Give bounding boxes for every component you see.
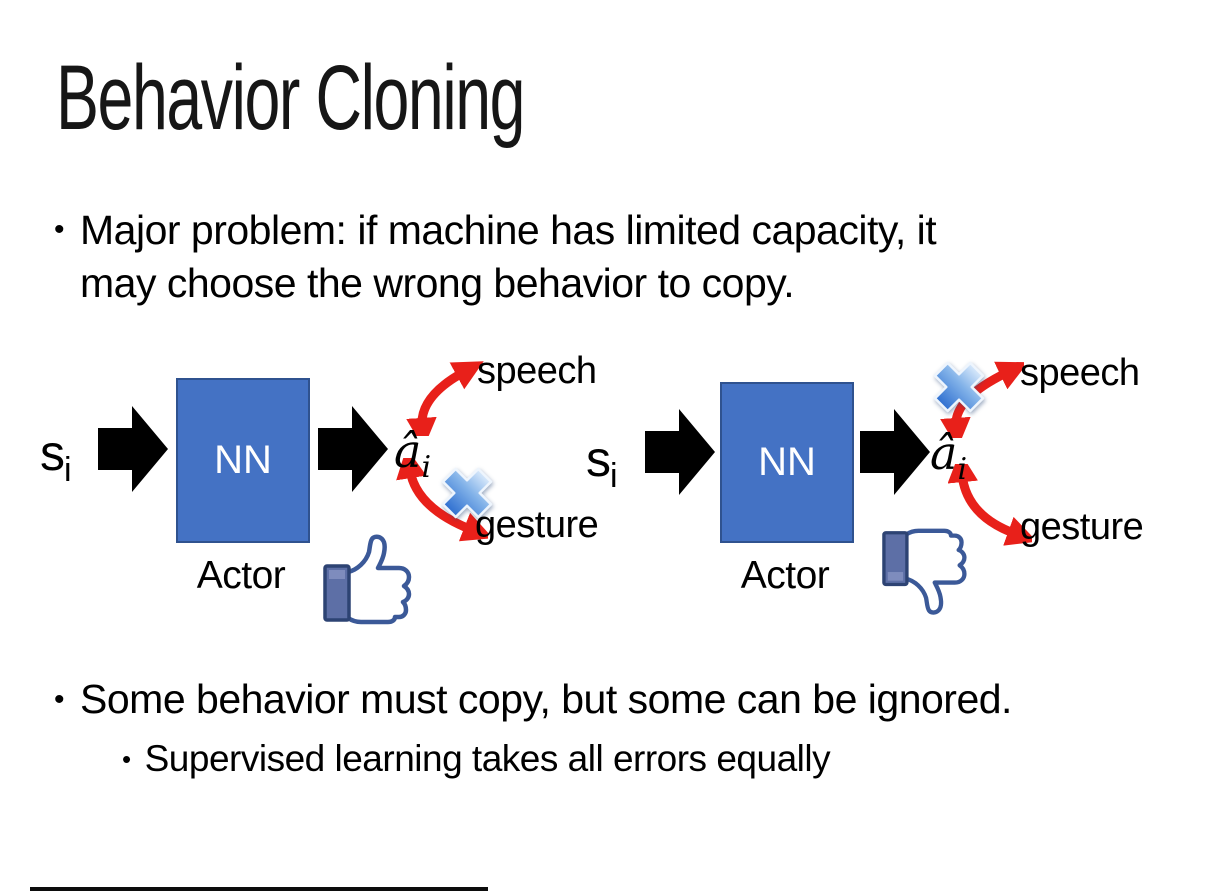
right-flow-arrow-out-icon	[860, 409, 930, 495]
left-speech-arrow-icon	[406, 361, 484, 436]
right-input-s: s	[586, 431, 611, 487]
bullet-marker: •	[122, 744, 131, 774]
bullet-major-problem: • Major problem: if machine has limited …	[54, 204, 937, 310]
right-nn-label: NN	[758, 440, 816, 484]
right-input-label: si	[586, 430, 618, 496]
bullet-major-problem-text: Major problem: if machine has limited ca…	[80, 204, 937, 310]
left-gesture-label: gesture	[475, 504, 599, 546]
right-output-label: âi	[930, 426, 967, 487]
right-nn-box: NN	[720, 382, 854, 543]
slide-title: Behavior Cloning	[56, 47, 525, 149]
bullet-some-behavior: • Some behavior must copy, but some can …	[54, 674, 1012, 726]
right-input-sub-i: i	[610, 457, 618, 495]
left-input-sub-i: i	[64, 451, 72, 489]
left-speech-label: speech	[477, 350, 597, 392]
bullet-marker: •	[54, 213, 65, 246]
bottom-partial-rule	[30, 887, 488, 891]
left-output-sub-i: i	[421, 450, 432, 486]
bullet-supervised-learning: • Supervised learning takes all errors e…	[122, 736, 831, 782]
right-output-sub-i: i	[957, 452, 968, 488]
left-nn-label: NN	[214, 438, 272, 482]
bullet-supervised-learning-text: Supervised learning takes all errors equ…	[144, 738, 831, 779]
bullet-line-2: may choose the wrong behavior to copy.	[80, 260, 795, 306]
bullet-line-1: Major problem: if machine has limited ca…	[80, 207, 937, 253]
thumbs-down-icon	[882, 528, 967, 615]
left-input-label: si	[40, 424, 72, 490]
right-actor-label: Actor	[740, 554, 830, 597]
left-input-s: s	[40, 425, 65, 481]
bullet-marker: •	[54, 683, 65, 716]
right-gesture-arrow-icon	[948, 464, 1032, 546]
bullet-some-behavior-text: Some behavior must copy, but some can be…	[80, 676, 1012, 722]
left-actor-label: Actor	[196, 554, 286, 597]
left-flow-arrow-in-icon	[98, 406, 168, 492]
left-output-ahat: â	[394, 424, 422, 478]
left-gesture-arrow-icon	[396, 458, 488, 542]
right-output-ahat: â	[930, 426, 958, 480]
right-flow-arrow-in-icon	[645, 409, 715, 495]
right-gesture-label: gesture	[1020, 506, 1144, 548]
left-nn-box: NN	[176, 378, 310, 543]
right-cross-out-icon	[933, 361, 985, 413]
thumbs-up-icon	[323, 534, 412, 625]
left-flow-arrow-out-icon	[318, 406, 388, 492]
right-speech-label: speech	[1020, 352, 1140, 394]
left-output-label: âi	[394, 424, 431, 485]
